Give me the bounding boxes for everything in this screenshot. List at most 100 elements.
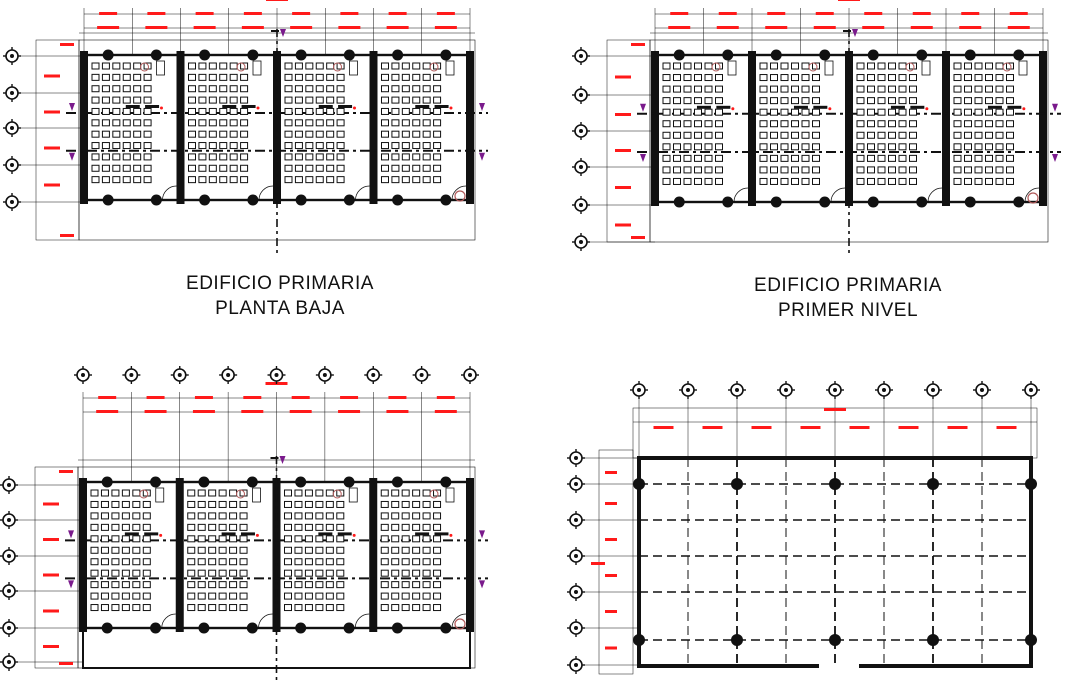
student-desk — [715, 143, 723, 151]
student-desk — [856, 143, 865, 151]
student-desk — [694, 177, 702, 185]
teacher-desk — [222, 105, 237, 108]
student-desk — [867, 154, 875, 162]
student-desk — [325, 523, 334, 531]
red-marker — [925, 107, 929, 111]
student-desk — [898, 97, 907, 105]
student-desk — [315, 62, 324, 70]
student-desk — [812, 131, 820, 139]
student-desk — [188, 107, 196, 115]
student-desk — [112, 96, 121, 104]
student-desk — [673, 62, 681, 70]
dimension-mark-left — [44, 74, 60, 78]
student-desk — [325, 581, 334, 589]
grid-bubble-dot — [579, 240, 583, 244]
bay-wall — [651, 51, 659, 206]
student-desk — [336, 523, 345, 531]
section-marker-top — [280, 29, 286, 37]
student-desk — [1006, 85, 1014, 93]
column — [198, 476, 210, 488]
student-desk — [111, 604, 120, 612]
student-desk — [694, 97, 702, 105]
student-desk — [780, 62, 789, 70]
student-desk — [101, 119, 110, 127]
student-desk — [197, 523, 206, 531]
student-desk — [229, 512, 238, 520]
student-desk — [188, 73, 196, 81]
student-desk — [294, 569, 303, 577]
student-desk — [305, 73, 314, 81]
teacher-desk — [696, 105, 711, 109]
student-desk — [197, 512, 206, 520]
student-desk — [380, 523, 389, 531]
section-marker-left — [68, 530, 74, 539]
bay-wall — [79, 478, 87, 632]
student-desk — [111, 535, 120, 543]
student-desk — [391, 512, 400, 520]
student-desk — [391, 164, 400, 172]
student-desk — [974, 131, 983, 139]
red-marker — [449, 533, 453, 537]
student-desk — [801, 177, 810, 185]
red-marker — [1022, 107, 1026, 111]
student-desk — [1006, 97, 1014, 105]
student-desk — [412, 85, 421, 93]
student-desk — [122, 153, 131, 161]
dimension-mark-top — [340, 396, 359, 399]
plant — [905, 62, 915, 72]
student-desk — [422, 581, 431, 589]
student-desk — [422, 592, 431, 600]
student-desk — [380, 569, 389, 577]
student-desk — [953, 97, 962, 105]
caption-first-floor-title: EDIFICIO PRIMARIA — [754, 275, 942, 296]
teacher-desk — [716, 105, 731, 109]
column — [1013, 196, 1025, 208]
student-desk — [315, 142, 324, 150]
student-desk — [856, 154, 865, 162]
student-desk — [995, 74, 1004, 82]
bay-wall — [466, 51, 474, 204]
student-desk — [694, 85, 702, 93]
student-desk — [391, 142, 400, 150]
student-desk — [188, 176, 196, 184]
student-desk — [856, 166, 865, 174]
student-desk — [964, 166, 972, 174]
left-dimension-frame — [35, 39, 80, 241]
student-desk — [305, 176, 314, 184]
student-desk — [412, 62, 421, 70]
student-desk — [673, 143, 681, 151]
column — [392, 194, 404, 206]
student-desk — [219, 119, 228, 127]
student-desk — [974, 85, 983, 93]
student-desk — [100, 592, 109, 600]
student-desk — [219, 85, 228, 93]
student-desk — [315, 119, 324, 127]
teacher-desk — [241, 105, 256, 108]
caption-ground-floor-title: EDIFICIO PRIMARIA — [186, 273, 374, 294]
student-desk — [759, 120, 768, 128]
student-desk — [433, 96, 442, 104]
student-desk — [304, 500, 313, 508]
student-desk — [401, 107, 410, 115]
student-desk — [985, 177, 993, 185]
student-desk — [142, 500, 151, 508]
red-marker — [352, 533, 356, 537]
student-desk — [239, 489, 248, 497]
student-desk — [133, 142, 142, 150]
student-desk — [801, 62, 810, 70]
dimension-mark-left — [615, 75, 631, 79]
student-desk — [995, 85, 1004, 93]
student-desk — [284, 581, 292, 589]
student-desk — [401, 119, 410, 127]
student-desk — [336, 107, 345, 115]
student-desk — [208, 535, 217, 543]
student-desk — [791, 166, 799, 174]
student-desk — [325, 546, 334, 554]
teacher-desk — [1007, 105, 1022, 109]
student-desk — [985, 154, 993, 162]
student-desk — [791, 154, 799, 162]
dimension-mark-left — [605, 574, 617, 577]
structural-column — [829, 634, 841, 646]
student-desk — [229, 489, 238, 497]
student-desk — [326, 62, 335, 70]
